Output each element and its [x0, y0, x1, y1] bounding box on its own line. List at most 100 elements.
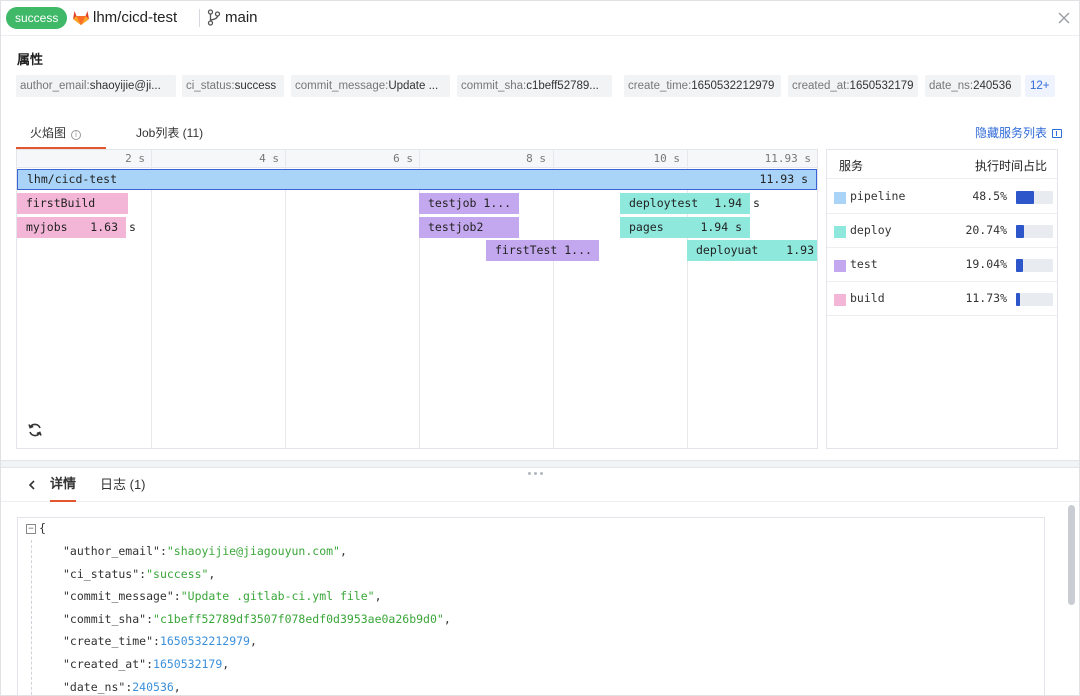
gitlab-icon: [73, 11, 89, 25]
attribute-tag[interactable]: ci_status:success: [182, 75, 284, 97]
span-bar[interactable]: testjob2: [419, 217, 519, 238]
service-percent: 48.5%: [972, 189, 1007, 203]
gridline: [687, 150, 688, 448]
tab-job-list[interactable]: Job列表 (11): [136, 126, 204, 140]
close-icon[interactable]: [1055, 9, 1073, 27]
json-line: "commit_message":"Update .gitlab-ci.yml …: [63, 589, 382, 604]
panel-resize-handle[interactable]: [0, 460, 1080, 475]
json-key: "created_at": [63, 657, 147, 671]
refresh-icon[interactable]: [27, 422, 43, 438]
json-line: "commit_sha":"c1beff52789df3507f078edf0d…: [63, 611, 451, 626]
service-color-swatch: [834, 260, 846, 272]
branch-icon: [207, 9, 221, 26]
percent-bar-fill: [1016, 225, 1024, 238]
json-line: "create_time":1650532212979,: [63, 634, 257, 649]
percent-bar-fill: [1016, 259, 1023, 272]
service-percent: 19.04%: [965, 257, 1007, 271]
service-row-pipeline[interactable]: pipeline 48.5%: [827, 180, 1057, 214]
json-value: 240536: [132, 679, 174, 694]
attribute-tag[interactable]: commit_sha:c1beff52789...: [457, 75, 612, 97]
repo-name[interactable]: lhm/cicd-test: [93, 9, 178, 26]
span-duration-unit: s: [129, 220, 136, 234]
header-divider: [199, 9, 200, 27]
service-color-swatch: [834, 192, 846, 204]
span-bar[interactable]: firstTest 1...: [486, 240, 599, 261]
attribute-tag[interactable]: created_at:1650532179: [788, 75, 918, 97]
percent-bar-track: [1016, 259, 1053, 272]
open-brace: {: [39, 521, 46, 535]
span-bar[interactable]: firstBuild: [17, 193, 128, 214]
service-color-swatch: [834, 226, 846, 238]
attribute-tag[interactable]: create_time:1650532212979: [624, 75, 781, 97]
service-color-swatch: [834, 294, 846, 306]
json-viewer: − { "author_email":"shaoyijie@jiagouyun.…: [17, 517, 1045, 696]
tick-label: 8 s: [526, 152, 546, 165]
json-value: "success": [146, 566, 209, 581]
scrollbar[interactable]: [1068, 505, 1075, 605]
json-line: "date_ns":240536,: [63, 679, 181, 694]
service-name: build: [850, 291, 885, 305]
service-row-build[interactable]: build 11.73%: [827, 282, 1057, 316]
span-duration-unit: s: [753, 196, 760, 210]
attribute-tag[interactable]: commit_message:Update ...: [291, 75, 450, 97]
percent-bar-track: [1016, 191, 1053, 204]
gridline: [151, 150, 152, 448]
percent-bar-track: [1016, 293, 1053, 306]
collapse-icon[interactable]: −: [26, 524, 36, 534]
gridline: [553, 150, 554, 448]
json-key: "create_time": [63, 634, 154, 649]
indent-guide: [31, 540, 32, 696]
attribute-tag[interactable]: date_ns:240536: [925, 75, 1021, 97]
tick-label: 6 s: [393, 152, 413, 165]
detail-header: success lhm/cicd-test main: [0, 0, 1080, 36]
gridline: [419, 150, 420, 448]
attributes-title: 属性: [17, 52, 44, 67]
json-value: "shaoyijie@jiagouyun.com": [166, 544, 340, 558]
tab-log[interactable]: 日志 (1): [100, 477, 146, 492]
service-percent: 11.73%: [965, 291, 1007, 305]
service-row-test[interactable]: test 19.04%: [827, 248, 1057, 282]
json-line: "ci_status":"success",: [63, 566, 216, 581]
time-ruler: 2 s 4 s 6 s 8 s 10 s 11.93 s: [17, 150, 817, 168]
percent-bar-fill: [1016, 191, 1034, 204]
json-key: "author_email": [63, 544, 160, 558]
detail-tabs: 详情 日志 (1): [0, 468, 1080, 502]
gridline: [285, 150, 286, 448]
json-key: "commit_sha": [63, 611, 147, 626]
service-name: test: [850, 257, 878, 271]
chevron-left-icon[interactable]: [26, 478, 38, 492]
json-value: "Update .gitlab-ci.yml file": [180, 589, 375, 604]
panel-icon: [1052, 129, 1062, 138]
json-line: "author_email":"shaoyijie@jiagouyun.com"…: [63, 544, 347, 558]
json-key: "ci_status": [63, 566, 140, 581]
more-tags-button[interactable]: 12+: [1025, 75, 1055, 97]
status-badge: success: [6, 7, 68, 29]
info-icon: i: [71, 130, 82, 140]
service-column-header: 服务: [839, 159, 864, 173]
attribute-tag[interactable]: author_email:shaoyijie@ji...: [16, 75, 176, 97]
service-name: pipeline: [850, 189, 906, 203]
json-key: "commit_message": [63, 589, 174, 604]
tick-label: 4 s: [259, 152, 279, 165]
tab-detail[interactable]: 详情: [50, 468, 77, 502]
json-line: "created_at":1650532179,: [63, 657, 230, 671]
json-value: 1650532179: [153, 657, 223, 671]
percent-bar-fill: [1016, 293, 1020, 306]
tick-label: 2 s: [125, 152, 145, 165]
json-value: "c1beff52789df3507f078edf0d3953ae0a26b9d…: [153, 611, 444, 626]
span-bar[interactable]: testjob 1...: [419, 193, 519, 214]
hide-services-button[interactable]: 隐藏服务列表: [975, 120, 1062, 146]
flame-graph: 2 s 4 s 6 s 8 s 10 s 11.93 s lhm/cicd-te…: [16, 149, 818, 449]
service-percent: 20.74%: [965, 223, 1007, 237]
grip-icon: [528, 463, 548, 475]
duration-share-column-header[interactable]: 执行时间占比: [974, 159, 1047, 173]
